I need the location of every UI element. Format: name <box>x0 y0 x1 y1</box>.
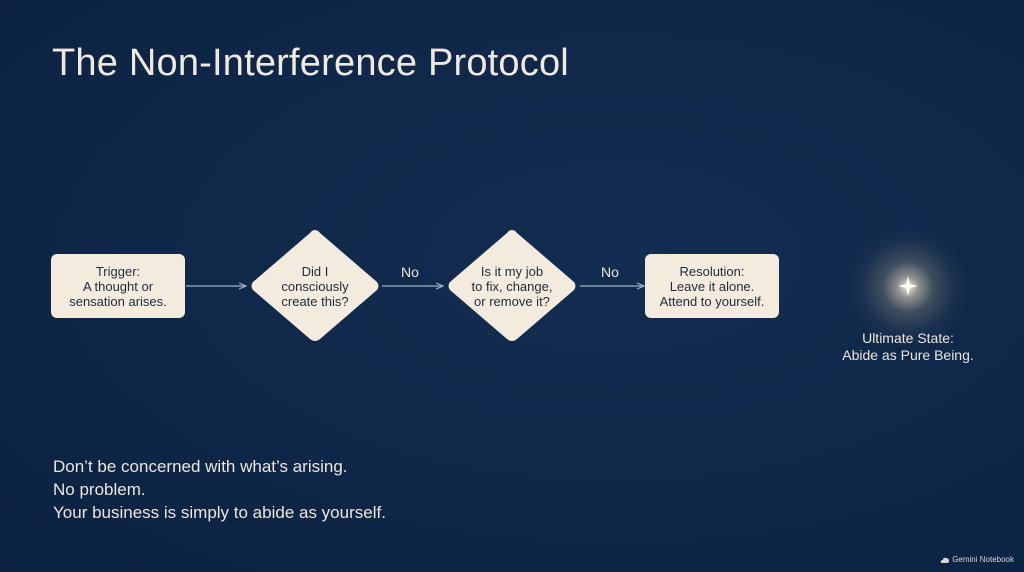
closing-line-2: No problem. <box>53 480 146 499</box>
trigger-node: Trigger: A thought or sensation arises. <box>51 254 185 318</box>
brand-watermark: Gemini Notebook <box>940 555 1014 564</box>
resolution-line-3: Attend to yourself. <box>659 293 765 309</box>
decision-2-line-3: or remove it? <box>474 293 550 309</box>
decision-node-1: Did I consciously create this? <box>248 228 382 344</box>
decision-2-line-2: to fix, change, <box>471 278 553 294</box>
brand-label: Gemini Notebook <box>952 555 1014 564</box>
decision-2-shape <box>448 230 576 341</box>
ultimate-state-label: Ultimate State: Abide as Pure Being. <box>828 330 988 364</box>
resolution-line-1: Resolution: <box>679 263 745 279</box>
trigger-line-3: sensation arises. <box>69 293 167 309</box>
page-title: The Non-Interference Protocol <box>52 42 569 84</box>
trigger-line-2: A thought or <box>82 278 154 294</box>
edge-label-no-2: No <box>601 264 619 280</box>
closing-line-3: Your business is simply to abide as your… <box>53 503 386 522</box>
sparkle-icon <box>898 276 918 296</box>
ultimate-line-2: Abide as Pure Being. <box>842 347 974 363</box>
ultimate-line-1: Ultimate State: <box>862 330 954 346</box>
decision-1-line-3: create this? <box>281 293 349 309</box>
closing-statement: Don’t be concerned with what’s arising. … <box>53 455 386 524</box>
decision-2-line-1: Is it my job <box>480 263 544 279</box>
decision-1-line-1: Did I <box>301 263 329 279</box>
trigger-line-1: Trigger: <box>95 263 141 279</box>
decision-1-line-2: consciously <box>281 278 349 294</box>
edge-label-no-1: No <box>401 264 419 280</box>
closing-line-1: Don’t be concerned with what’s arising. <box>53 457 348 476</box>
resolution-node: Resolution: Leave it alone. Attend to yo… <box>645 254 779 318</box>
decision-node-2: Is it my job to fix, change, or remove i… <box>445 228 579 344</box>
resolution-line-2: Leave it alone. <box>669 278 755 294</box>
decision-1-shape <box>251 230 379 341</box>
cloud-logo-icon <box>940 557 950 563</box>
